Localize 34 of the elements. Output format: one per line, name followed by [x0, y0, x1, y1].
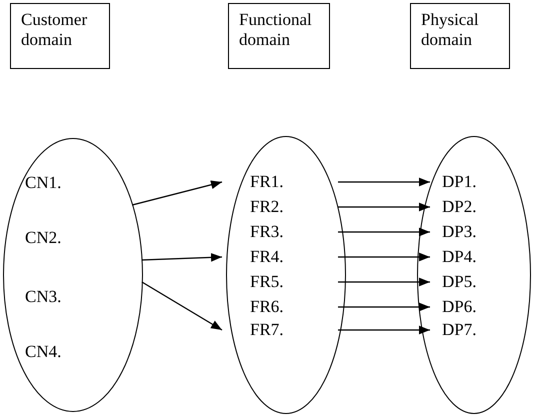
- requirement-item: FR6.: [222, 297, 338, 317]
- arrow: [132, 180, 222, 206]
- requirement-item: CN2.: [20, 228, 70, 248]
- requirement-item: FR4.: [222, 247, 338, 267]
- requirement-item: DP1.: [430, 172, 480, 192]
- arrow: [338, 252, 430, 262]
- arrow: [338, 278, 430, 286]
- requirement-item: DP4.: [430, 247, 480, 267]
- requirement-item: CN1.: [20, 173, 70, 193]
- arrow: [338, 302, 430, 312]
- domain-heading-box: Customer domain: [10, 3, 110, 69]
- requirement-item: DP3.: [430, 222, 480, 242]
- arrow: [338, 326, 430, 334]
- requirement-item: FR7.: [222, 320, 338, 340]
- requirement-item: FR3.: [222, 222, 338, 242]
- domain-heading-box: Physical domain: [410, 3, 510, 69]
- arrow: [338, 178, 430, 186]
- domain-ellipse: [3, 138, 143, 412]
- requirement-item: DP6.: [430, 297, 480, 317]
- requirement-item: FR1.: [222, 172, 338, 192]
- domain-heading-box: Functional domain: [228, 3, 330, 69]
- arrow: [142, 253, 222, 262]
- requirement-item: CN3.: [20, 287, 70, 307]
- requirement-item: DP7.: [430, 320, 480, 340]
- requirement-item: FR2.: [222, 197, 338, 217]
- arrow: [338, 228, 430, 236]
- requirement-item: FR5.: [222, 272, 338, 292]
- domain-ellipse: [226, 136, 346, 414]
- requirement-item: DP2.: [430, 197, 480, 217]
- domain-ellipse: [417, 136, 531, 414]
- requirement-item: DP5.: [430, 272, 480, 292]
- arrow: [142, 281, 222, 331]
- requirement-item: CN4.: [20, 342, 70, 362]
- arrow: [338, 202, 430, 212]
